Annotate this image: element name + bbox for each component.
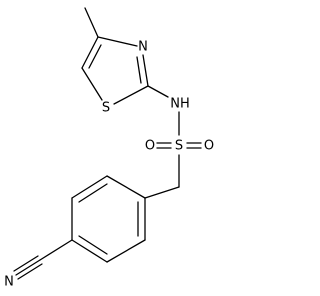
bond-c5-c4-inner: [88, 44, 102, 69]
atom-sulfonyl-s: S: [175, 139, 183, 154]
atom-sulfonyl-o-left: O: [145, 139, 155, 154]
bond-n3-c2-inner: [136, 56, 142, 84]
structure-canvas: N S NH S O O N: [4, 7, 214, 290]
bond-c2-c3: [71, 175, 108, 199]
bond-c4-c5: [71, 239, 108, 263]
bond-c4-cn: [39, 239, 73, 261]
bond-cn-triple-a: [15, 259, 41, 276]
bond-c4-c5-inner: [78, 235, 108, 255]
bond-n3-c2: [142, 54, 149, 87]
bond-cn-triple-c: [17, 263, 43, 280]
atom-labels: N S NH S O O N: [4, 40, 214, 290]
bond-ch2-c1: [144, 186, 180, 199]
bond-s1-c5: [81, 67, 103, 101]
bonds: [13, 7, 202, 280]
bond-c5-c6: [106, 239, 146, 263]
atom-thiazole-s: S: [102, 101, 110, 116]
molecule-diagram: N S NH S O O N: [4, 7, 214, 290]
bond-c2-nh: [147, 85, 169, 98]
bond-c2-c3-inner: [78, 183, 108, 203]
atom-nitrile-n: N: [4, 275, 14, 290]
bond-c4-n3: [97, 36, 138, 47]
bond-cn-triple-b: [13, 255, 39, 272]
bond-c5-c4: [81, 36, 99, 69]
bond-c1-c2: [106, 175, 146, 199]
atom-thiazole-n: N: [138, 40, 148, 55]
atom-sulfonyl-o-right: O: [204, 139, 214, 154]
bond-c2-s1: [113, 85, 149, 105]
atom-amide-nh: NH: [170, 97, 190, 112]
bond-methyl: [84, 7, 99, 38]
